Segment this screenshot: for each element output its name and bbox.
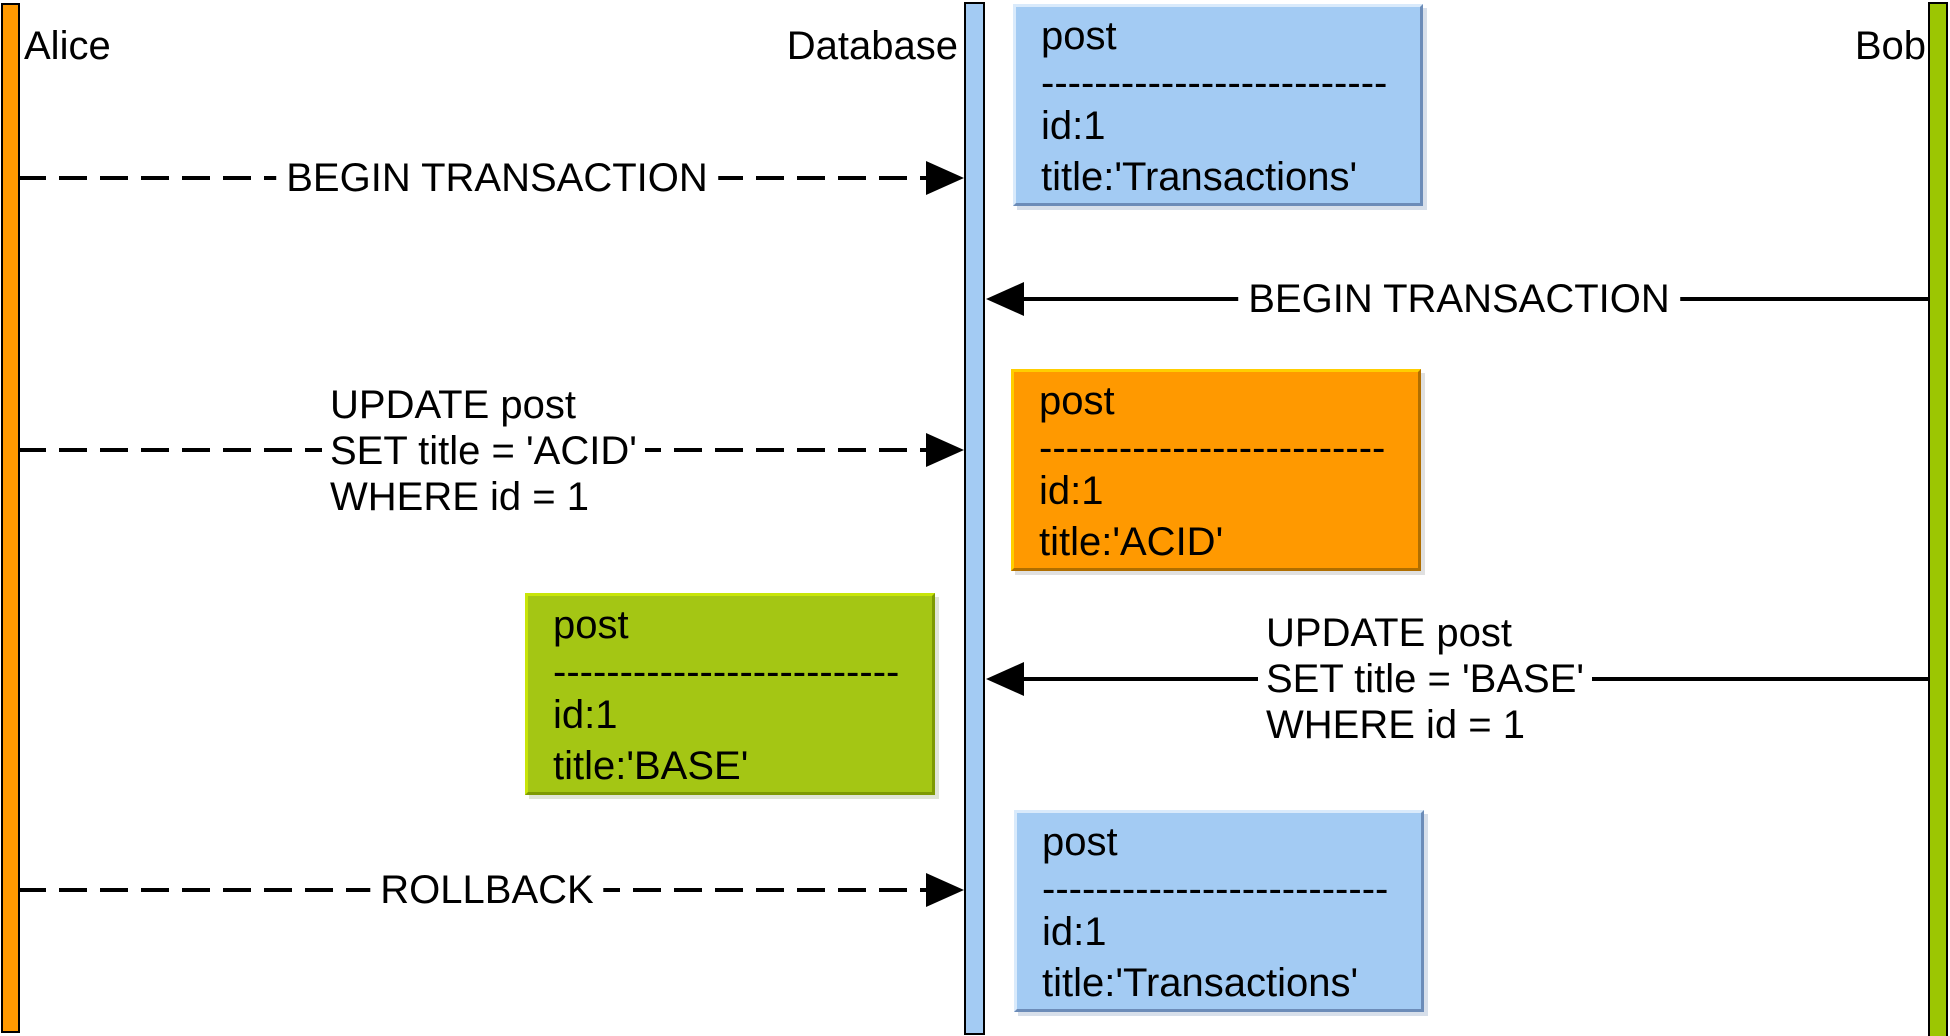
arrowhead-right-icon bbox=[926, 433, 964, 467]
record-header: post bbox=[1042, 820, 1118, 864]
record-separator: -------------------------- bbox=[1041, 65, 1388, 101]
message-label-begin-transaction-alice: BEGIN TRANSACTION bbox=[276, 155, 718, 201]
record-field-title: title:'ACID' bbox=[1039, 520, 1224, 564]
record-header: post bbox=[1041, 14, 1117, 58]
arrowhead-left-icon bbox=[986, 662, 1024, 696]
actor-label-database: Database bbox=[786, 24, 958, 68]
sql-line: SET title = 'BASE' bbox=[1258, 656, 1593, 702]
sql-line: UPDATE post bbox=[322, 382, 584, 428]
record-box-base: post -------------------------- id:1 tit… bbox=[525, 593, 935, 795]
message-label-update-base: UPDATE post SET title = 'BASE' WHERE id … bbox=[1258, 610, 1593, 748]
sql-line: UPDATE post bbox=[1258, 610, 1520, 656]
sql-line: WHERE id = 1 bbox=[322, 474, 597, 520]
record-box-transactions-initial: post -------------------------- id:1 tit… bbox=[1013, 4, 1423, 206]
record-field-id: id:1 bbox=[1039, 469, 1104, 513]
record-separator: -------------------------- bbox=[553, 654, 900, 690]
record-header: post bbox=[553, 603, 629, 647]
arrowhead-right-icon bbox=[926, 161, 964, 195]
sql-line: SET title = 'ACID' bbox=[322, 428, 645, 474]
record-separator: -------------------------- bbox=[1039, 430, 1386, 466]
record-box-acid: post -------------------------- id:1 tit… bbox=[1011, 369, 1421, 571]
record-separator: -------------------------- bbox=[1042, 871, 1389, 907]
record-field-id: id:1 bbox=[1042, 910, 1107, 954]
record-header: post bbox=[1039, 379, 1115, 423]
record-box-transactions-final: post -------------------------- id:1 tit… bbox=[1014, 810, 1424, 1012]
message-label-rollback: ROLLBACK bbox=[370, 867, 604, 913]
message-label-begin-transaction-bob: BEGIN TRANSACTION bbox=[1238, 276, 1680, 322]
record-field-title: title:'BASE' bbox=[553, 744, 749, 788]
database-lifeline bbox=[964, 2, 985, 1035]
alice-lifeline bbox=[1, 3, 20, 1033]
actor-label-alice: Alice bbox=[24, 24, 111, 68]
arrowhead-right-icon bbox=[926, 873, 964, 907]
message-label-update-acid: UPDATE post SET title = 'ACID' WHERE id … bbox=[322, 382, 645, 520]
record-field-id: id:1 bbox=[553, 693, 618, 737]
record-field-title: title:'Transactions' bbox=[1041, 155, 1358, 199]
record-field-title: title:'Transactions' bbox=[1042, 961, 1359, 1005]
arrowhead-left-icon bbox=[986, 282, 1024, 316]
record-field-id: id:1 bbox=[1041, 104, 1106, 148]
sql-line: WHERE id = 1 bbox=[1258, 702, 1533, 748]
bob-lifeline bbox=[1928, 2, 1948, 1036]
actor-label-bob: Bob bbox=[1854, 24, 1926, 68]
